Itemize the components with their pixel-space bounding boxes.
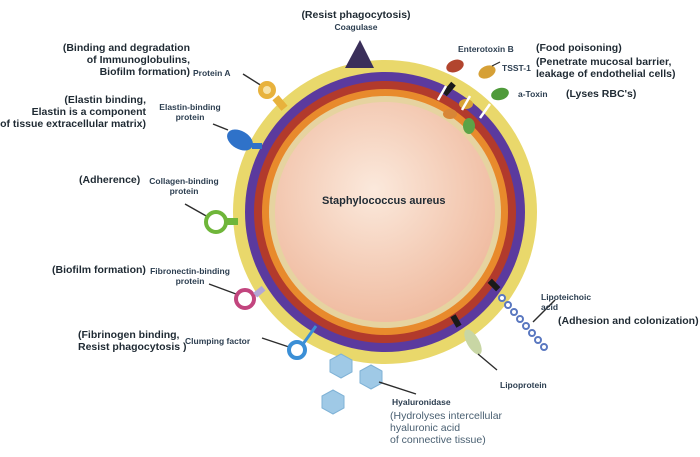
hyaluronidase-label: Hyaluronidase — [392, 397, 451, 407]
collagen-function: (Adherence) — [79, 174, 141, 186]
alpha-toxin-label: a-Toxin — [518, 89, 548, 99]
elastin-binding-label: Elastin-binding protein — [159, 102, 221, 122]
lipoprotein-icon — [464, 329, 498, 371]
clumping-factor-icon — [261, 325, 318, 360]
lipoteichoic-acid-icon — [498, 294, 548, 351]
hyaluronidase-icon — [321, 353, 383, 415]
fibronectin-binding-label: Fibronectin-binding protein — [150, 266, 230, 286]
collagen-binding-label: Collagen-binding protein — [149, 176, 219, 196]
fibronectin-function: (Biofilm formation) — [52, 264, 146, 276]
cell-title: Staphylococcus aureus — [322, 195, 446, 207]
enterotoxin-function: (Food poisoning) — [536, 42, 622, 54]
protein-a-label: Protein A — [193, 68, 231, 78]
coagulase-label: Coagulase — [334, 22, 378, 32]
clumping-factor-label: Clumping factor — [185, 336, 251, 346]
elastin-function: (Elastin binding, Elastin is a component… — [0, 94, 146, 130]
tsst-function: (Penetrate mucosal barrier, leakage of e… — [536, 56, 676, 80]
fibronectin-binding-protein-icon — [208, 283, 266, 310]
cell-interior — [275, 102, 495, 322]
enterotoxin-label: Enterotoxin B — [458, 44, 514, 54]
alpha-toxin-function: (Lyses RBC's) — [566, 88, 637, 100]
clumping-factor-function: (Fibrinogen binding, Resist phagocytosis… — [78, 329, 187, 353]
coagulase-icon — [345, 40, 374, 68]
lipoteichoic-acid-label: Lipoteichoic acid — [541, 292, 592, 312]
coagulase-function: (Resist phagocytosis) — [301, 9, 411, 21]
lipoteichoic-acid-function: (Adhesion and colonization) — [558, 315, 699, 327]
protein-a-icon — [242, 73, 288, 111]
tsst-label: TSST-1 — [502, 63, 531, 73]
membrane-channels — [442, 81, 501, 328]
protein-a-function: (Binding and degradation of Immunoglobul… — [62, 42, 190, 78]
elastin-binding-protein-icon — [212, 123, 262, 151]
hyaluronidase-function: (Hydrolyses intercellular hyaluronic aci… — [390, 410, 503, 446]
lipoprotein-label: Lipoprotein — [500, 380, 547, 390]
toxins-icon — [436, 59, 509, 134]
collagen-binding-protein-icon — [184, 203, 238, 234]
